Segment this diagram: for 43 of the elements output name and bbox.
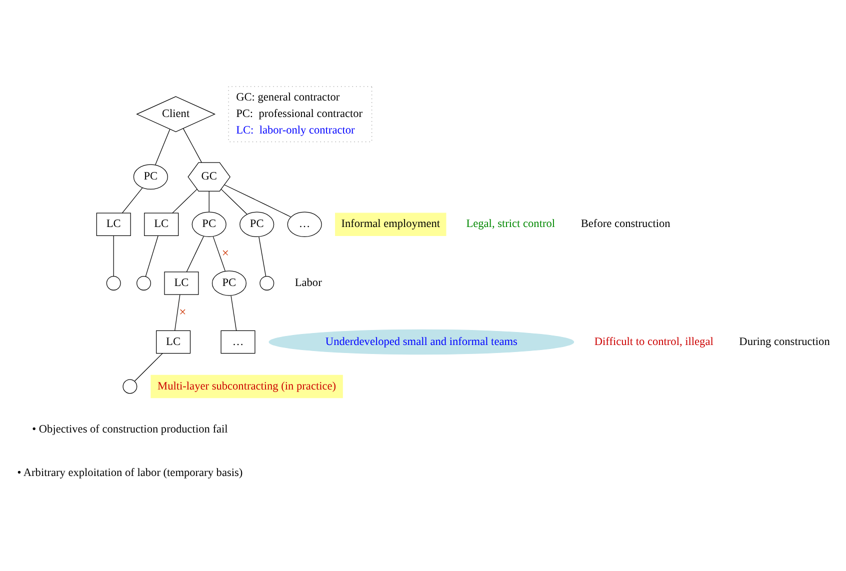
node-ellipse: PC: [133, 164, 168, 190]
connector: [155, 129, 170, 166]
label: Difficult to control, illegal: [594, 336, 714, 348]
node-ellipse: PC: [240, 212, 274, 238]
connector: [258, 236, 266, 277]
connector: [208, 191, 210, 212]
node-box: Informal employment: [335, 212, 446, 236]
node-circle: [106, 276, 121, 290]
label: Legal, strict control: [466, 218, 556, 230]
node-ellipse: …: [287, 212, 322, 238]
node-box: LC: [144, 212, 179, 236]
connector: [230, 295, 237, 331]
node-circle: [260, 276, 274, 290]
node-box: LC: [164, 272, 199, 295]
node-diamond: Client: [136, 96, 216, 132]
connector: [113, 236, 114, 277]
node-box: GC: general contractor PC: professional contractor LC: labor-only contractor: [228, 86, 372, 142]
connector: [212, 236, 226, 272]
connector: [134, 353, 163, 382]
label: During construction: [739, 336, 830, 348]
edge-label: ×: [179, 304, 186, 319]
node-ellipse: PC: [212, 270, 246, 296]
connector: [224, 184, 292, 218]
connector: [220, 188, 248, 214]
connector: [172, 188, 198, 214]
node-ellipse: PC: [192, 212, 226, 238]
node-circle: [122, 379, 138, 394]
node-circle: [136, 276, 151, 290]
label: Labor: [294, 276, 322, 289]
node-ellipse: Underdeveloped small and informal teams: [268, 329, 574, 355]
connector: [145, 236, 158, 277]
edge-label: ×: [222, 246, 229, 260]
label: • Arbitrary exploitation of labor (temporary basis): [17, 466, 243, 479]
connector: [186, 236, 204, 272]
node-box: LC: [96, 212, 131, 236]
node-box: LC: [156, 330, 191, 354]
label: Before construction: [580, 218, 670, 230]
connector: [174, 294, 180, 331]
node-box: Multi-layer subcontracting (in practice): [150, 374, 343, 398]
node-box: …: [220, 330, 256, 354]
connector: [182, 128, 202, 163]
connector: [122, 187, 143, 214]
label: • Objectives of construction production fail: [32, 424, 228, 436]
